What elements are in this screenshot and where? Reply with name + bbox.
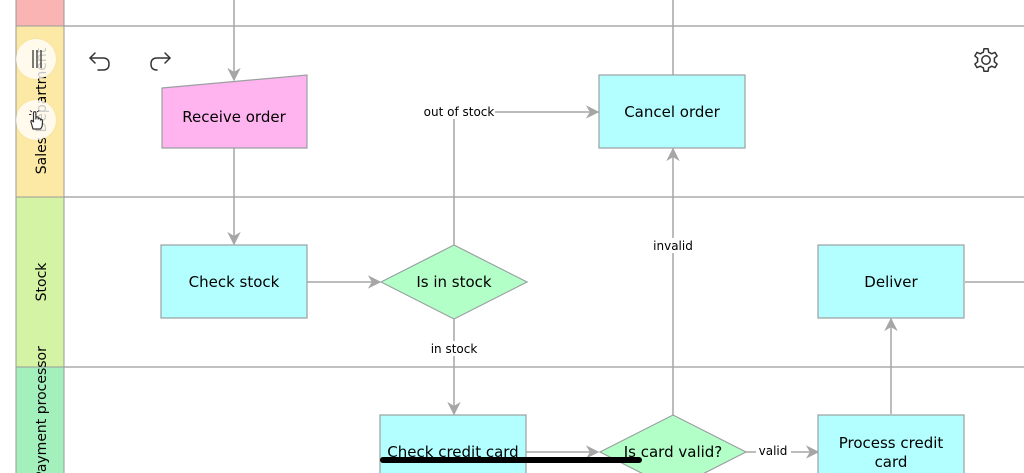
edge-label-invalid: invalid xyxy=(652,238,695,253)
node-check-credit-card[interactable]: Check credit card xyxy=(379,414,527,473)
node-label: Check stock xyxy=(189,273,280,291)
gear-icon xyxy=(974,47,998,73)
lane-header-payment[interactable] xyxy=(15,366,65,473)
undo-icon xyxy=(89,52,110,71)
undo-button[interactable] xyxy=(83,43,117,77)
node-label: Is card valid? xyxy=(624,443,723,461)
node-label: Receive order xyxy=(182,108,286,126)
edges xyxy=(227,0,1024,459)
node-cancel-order[interactable]: Cancel order xyxy=(598,74,746,149)
lane-top xyxy=(15,0,65,27)
svg-text:out of stock: out of stock xyxy=(424,105,495,119)
node-label: Deliver xyxy=(864,273,918,291)
nodes: Receive order Cancel order Check stock I… xyxy=(160,74,965,473)
menu-button[interactable] xyxy=(16,39,56,79)
node-deliver[interactable]: Deliver xyxy=(817,244,965,319)
node-receive-order[interactable]: Receive order xyxy=(161,74,308,149)
lane-stock[interactable]: Stock xyxy=(15,196,65,368)
edge-is-in-stock-to-cancel-order[interactable] xyxy=(453,105,600,245)
node-is-card-valid[interactable]: Is card valid? xyxy=(598,414,748,473)
node-check-stock[interactable]: Check stock xyxy=(160,244,308,319)
hamburger-icon xyxy=(32,50,42,68)
node-label: Process credit xyxy=(839,434,944,452)
edge-label-valid: valid xyxy=(756,444,791,459)
selection-highlight-bar xyxy=(380,457,642,463)
lane-payment[interactable]: Payment processor xyxy=(15,346,65,473)
node-label: Is in stock xyxy=(416,273,492,291)
hand-pointer-icon xyxy=(29,110,43,130)
touch-mode-button[interactable] xyxy=(16,100,56,140)
node-is-in-stock[interactable]: Is in stock xyxy=(379,244,529,320)
svg-text:in stock: in stock xyxy=(431,342,478,356)
svg-text:valid: valid xyxy=(759,444,788,458)
edge-label-out-of-stock: out of stock xyxy=(423,104,495,119)
lane-label-payment: Payment processor xyxy=(34,346,50,473)
node-label: Cancel order xyxy=(624,103,720,121)
svg-text:invalid: invalid xyxy=(653,239,693,253)
node-label: card xyxy=(875,453,908,471)
lane-header-top xyxy=(15,0,65,27)
edge-labels: out of stock in stock invalid valid xyxy=(423,104,791,459)
lane-label-stock: Stock xyxy=(34,262,50,302)
settings-button[interactable] xyxy=(969,43,1003,77)
node-process-credit-card[interactable]: Process credit card xyxy=(817,414,965,473)
node-label: Check credit card xyxy=(387,443,518,461)
redo-icon xyxy=(150,52,171,71)
edge-label-in-stock: in stock xyxy=(429,341,479,356)
redo-button[interactable] xyxy=(143,43,177,77)
